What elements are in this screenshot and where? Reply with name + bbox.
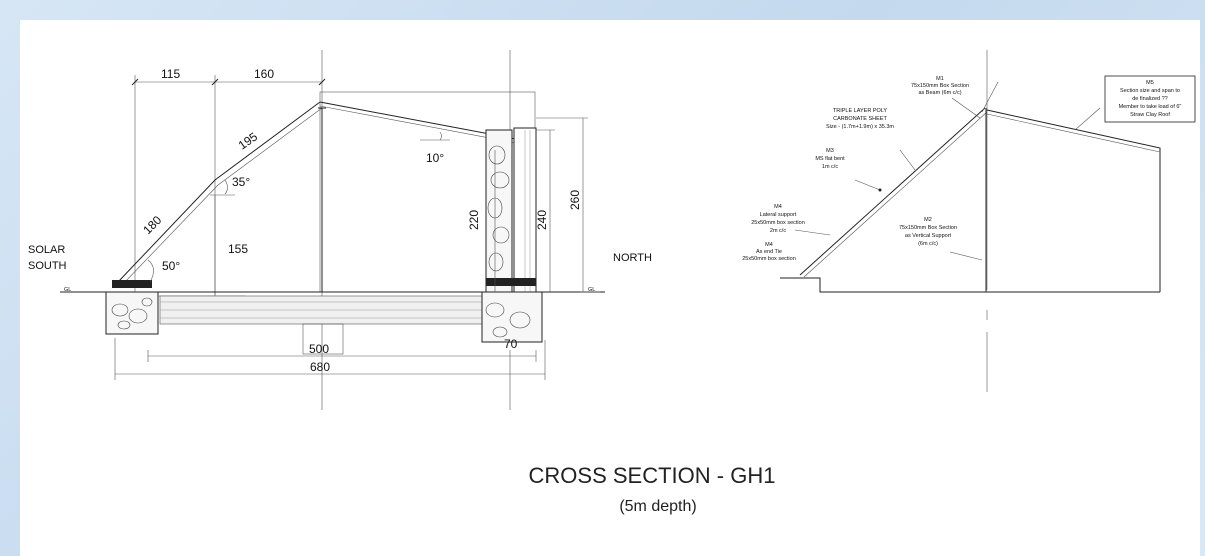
m4a-line-1: Lateral support xyxy=(760,212,797,218)
right-ground xyxy=(780,277,1160,293)
label-south: SOUTH xyxy=(28,260,67,272)
dim-label-115: 115 xyxy=(161,67,180,81)
m5-line-2: de finalized ?? xyxy=(1132,96,1167,102)
svg-text:GL: GL xyxy=(64,287,71,293)
m1-line-2: as Beam (6m c/c) xyxy=(918,90,961,96)
angle-label-10: 10° xyxy=(426,151,444,165)
dim-label-260: 260 xyxy=(568,190,582,210)
m5-line-1: Section size and span to xyxy=(1120,88,1180,94)
left-cross-section: GL GL 115 160 195 180 155 35° 50° 10° 22… xyxy=(28,50,652,410)
sheet-line-0: TRIPLE LAYER POLY xyxy=(833,108,888,114)
m4b-line-2: 25x50mm box section xyxy=(742,256,796,262)
sheet-line-2: Size - (1.7m+1.9m) x 35.3m xyxy=(826,124,894,130)
dim-label-220: 220 xyxy=(467,210,481,230)
glazed-slope xyxy=(117,101,321,283)
m1-line-0: M1 xyxy=(936,76,944,82)
north-plinth xyxy=(486,278,536,286)
m5-line-0: M5 xyxy=(1146,80,1154,86)
label-solar: SOLAR xyxy=(28,244,65,256)
m3-line-1: MS flat bent xyxy=(815,156,845,162)
dim-label-680: 680 xyxy=(310,360,330,374)
drawing-title: CROSS SECTION - GH1 xyxy=(529,463,776,488)
m3-line-0: M3 xyxy=(826,148,834,154)
dim-label-155: 155 xyxy=(228,242,248,256)
dim-label-500: 500 xyxy=(309,342,329,356)
m4b-line-1: As end Tie xyxy=(756,249,782,255)
dim-label-70: 70 xyxy=(504,337,518,351)
m3-line-2: 1m c/c xyxy=(822,164,838,170)
m2-line-3: (6m c/c) xyxy=(918,241,938,247)
drawing-sheet: GL GL 115 160 195 180 155 35° 50° 10° 22… xyxy=(20,20,1200,556)
m5-line-4: Straw Clay Roof xyxy=(1130,112,1170,118)
right-glazed-slope xyxy=(799,107,986,276)
right-roof xyxy=(986,109,1161,292)
sheet-line-1: CARBONATE SHEET xyxy=(833,116,887,122)
cross-section-drawing: GL GL 115 160 195 180 155 35° 50° 10° 22… xyxy=(28,50,1196,515)
right-cross-section: M5 Section size and span to de finalized… xyxy=(742,50,1196,392)
m4a-line-3: 2m c/c xyxy=(770,228,786,234)
drawing-subtitle: (5m depth) xyxy=(619,498,696,515)
m2-line-0: M2 xyxy=(924,217,932,223)
m4b-line-0: M4 xyxy=(765,242,773,248)
m5-line-3: Member to take load of 6" xyxy=(1119,104,1182,110)
south-footing xyxy=(105,291,159,335)
m1-line-1: 75x150mm Box Section xyxy=(911,83,969,89)
m4a-line-2: 25x50mm box section xyxy=(751,220,805,226)
dim-label-160: 160 xyxy=(254,67,274,81)
m4a-line-0: M4 xyxy=(774,204,782,210)
north-footing xyxy=(481,291,543,343)
north-wall xyxy=(485,129,513,293)
m2-line-1: 75x150mm Box Section xyxy=(899,225,957,231)
south-plinth xyxy=(112,280,152,288)
dim-label-180: 180 xyxy=(140,213,164,237)
label-north: NORTH xyxy=(613,252,652,264)
angle-label-35: 35° xyxy=(232,175,250,189)
angle-label-50: 50° xyxy=(162,259,180,273)
m5-note-box xyxy=(1104,75,1196,123)
svg-text:GL: GL xyxy=(588,287,595,293)
m2-line-2: as Vertical Support xyxy=(905,233,952,239)
dim-label-240: 240 xyxy=(535,210,549,230)
